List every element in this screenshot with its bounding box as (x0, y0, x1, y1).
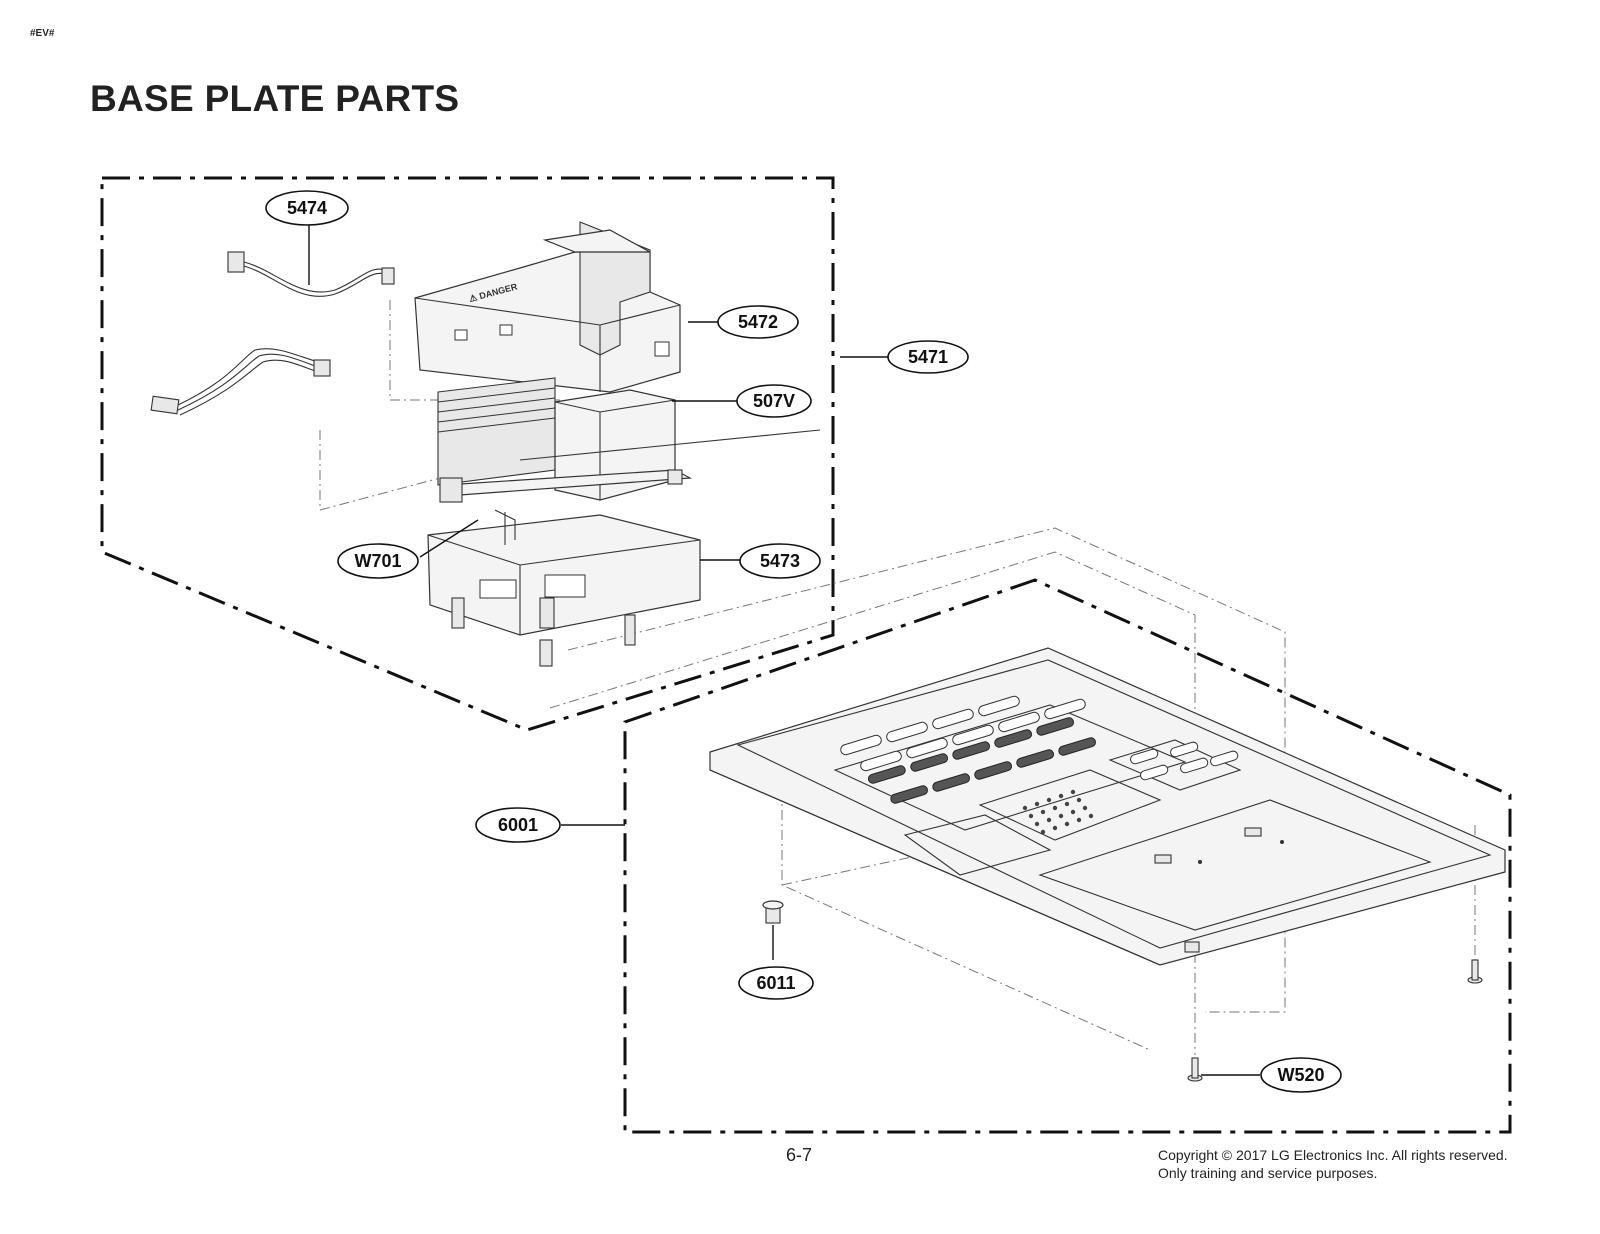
screw-W520 (1187, 1057, 1203, 1082)
callout-507V: 507V (736, 384, 812, 418)
page-title: BASE PLATE PARTS (90, 78, 460, 119)
callout-5474: 5474 (265, 190, 349, 226)
bracket-5473 (427, 509, 701, 667)
perforation-grid (1022, 789, 1094, 835)
page-tag: #EV# (30, 28, 55, 39)
heatsink-507V (437, 377, 821, 503)
lower-assembly-frame (623, 578, 1512, 1134)
callout-5473-label: 5473 (760, 551, 800, 571)
copyright-notice: Copyright © 2017 LG Electronics Inc. All… (1158, 1146, 1508, 1182)
callout-6011-label: 6011 (756, 973, 795, 993)
upper-assembly-frame (100, 176, 835, 732)
ribbon-harness (150, 348, 331, 416)
copyright-line-1: Copyright © 2017 LG Electronics Inc. All… (1158, 1147, 1508, 1163)
copyright-line-2: Only training and service purposes. (1158, 1165, 1378, 1181)
callout-6001: 6001 (475, 807, 561, 843)
cover-5472: ⚠ DANGER (414, 221, 681, 393)
callout-5471: 5471 (887, 340, 969, 374)
base-plate-6001 (709, 647, 1506, 966)
vent-slots (867, 717, 1097, 804)
callout-5472: 5472 (717, 305, 799, 339)
wire-harness-5474 (227, 251, 395, 297)
callout-5472-label: 5472 (738, 312, 778, 332)
callout-W520-label: W520 (1277, 1065, 1324, 1085)
callout-W520: W520 (1260, 1057, 1342, 1093)
screw-right (1467, 959, 1483, 984)
callout-6011: 6011 (738, 966, 814, 1000)
callout-W701-label: W701 (354, 551, 401, 571)
callout-6001-label: 6001 (498, 815, 538, 835)
callout-507V-label: 507V (753, 391, 795, 411)
callout-W701: W701 (337, 543, 419, 579)
raised-ribs (840, 695, 1239, 781)
page-number: 6-7 (786, 1145, 813, 1165)
callout-5471-label: 5471 (908, 347, 948, 367)
callout-5473: 5473 (739, 543, 821, 579)
callout-5474-label: 5474 (287, 198, 327, 218)
foot-6011 (762, 900, 784, 924)
